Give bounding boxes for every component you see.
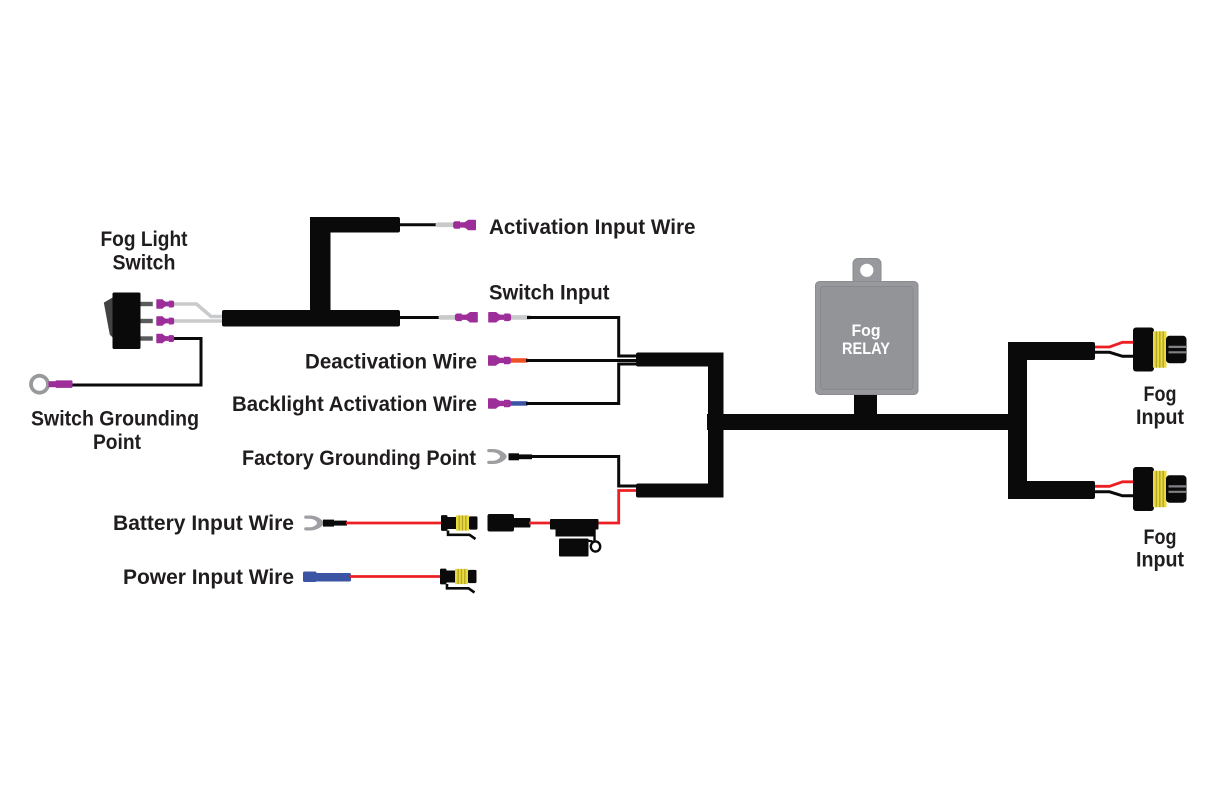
svg-text:Input: Input (1136, 549, 1184, 572)
svg-text:Factory Grounding Point: Factory Grounding Point (242, 447, 476, 470)
svg-text:Switch Input: Switch Input (489, 282, 610, 305)
svg-text:RELAY: RELAY (842, 339, 891, 358)
svg-text:Input: Input (1136, 406, 1184, 429)
svg-text:Switch: Switch (113, 252, 176, 275)
svg-text:Power Input Wire: Power Input Wire (123, 566, 294, 589)
svg-text:Fog: Fog (1144, 383, 1177, 406)
svg-text:Backlight Activation Wire: Backlight Activation Wire (232, 393, 477, 416)
svg-text:Activation Input Wire: Activation Input Wire (489, 216, 696, 239)
svg-text:Deactivation Wire: Deactivation Wire (305, 351, 477, 374)
svg-text:Fog: Fog (852, 321, 881, 340)
svg-text:Fog Light: Fog Light (101, 228, 188, 251)
svg-text:Point: Point (93, 431, 141, 454)
svg-text:Switch Grounding: Switch Grounding (31, 408, 199, 431)
svg-text:Battery Input Wire: Battery Input Wire (113, 512, 294, 535)
svg-text:Fog: Fog (1144, 526, 1177, 549)
